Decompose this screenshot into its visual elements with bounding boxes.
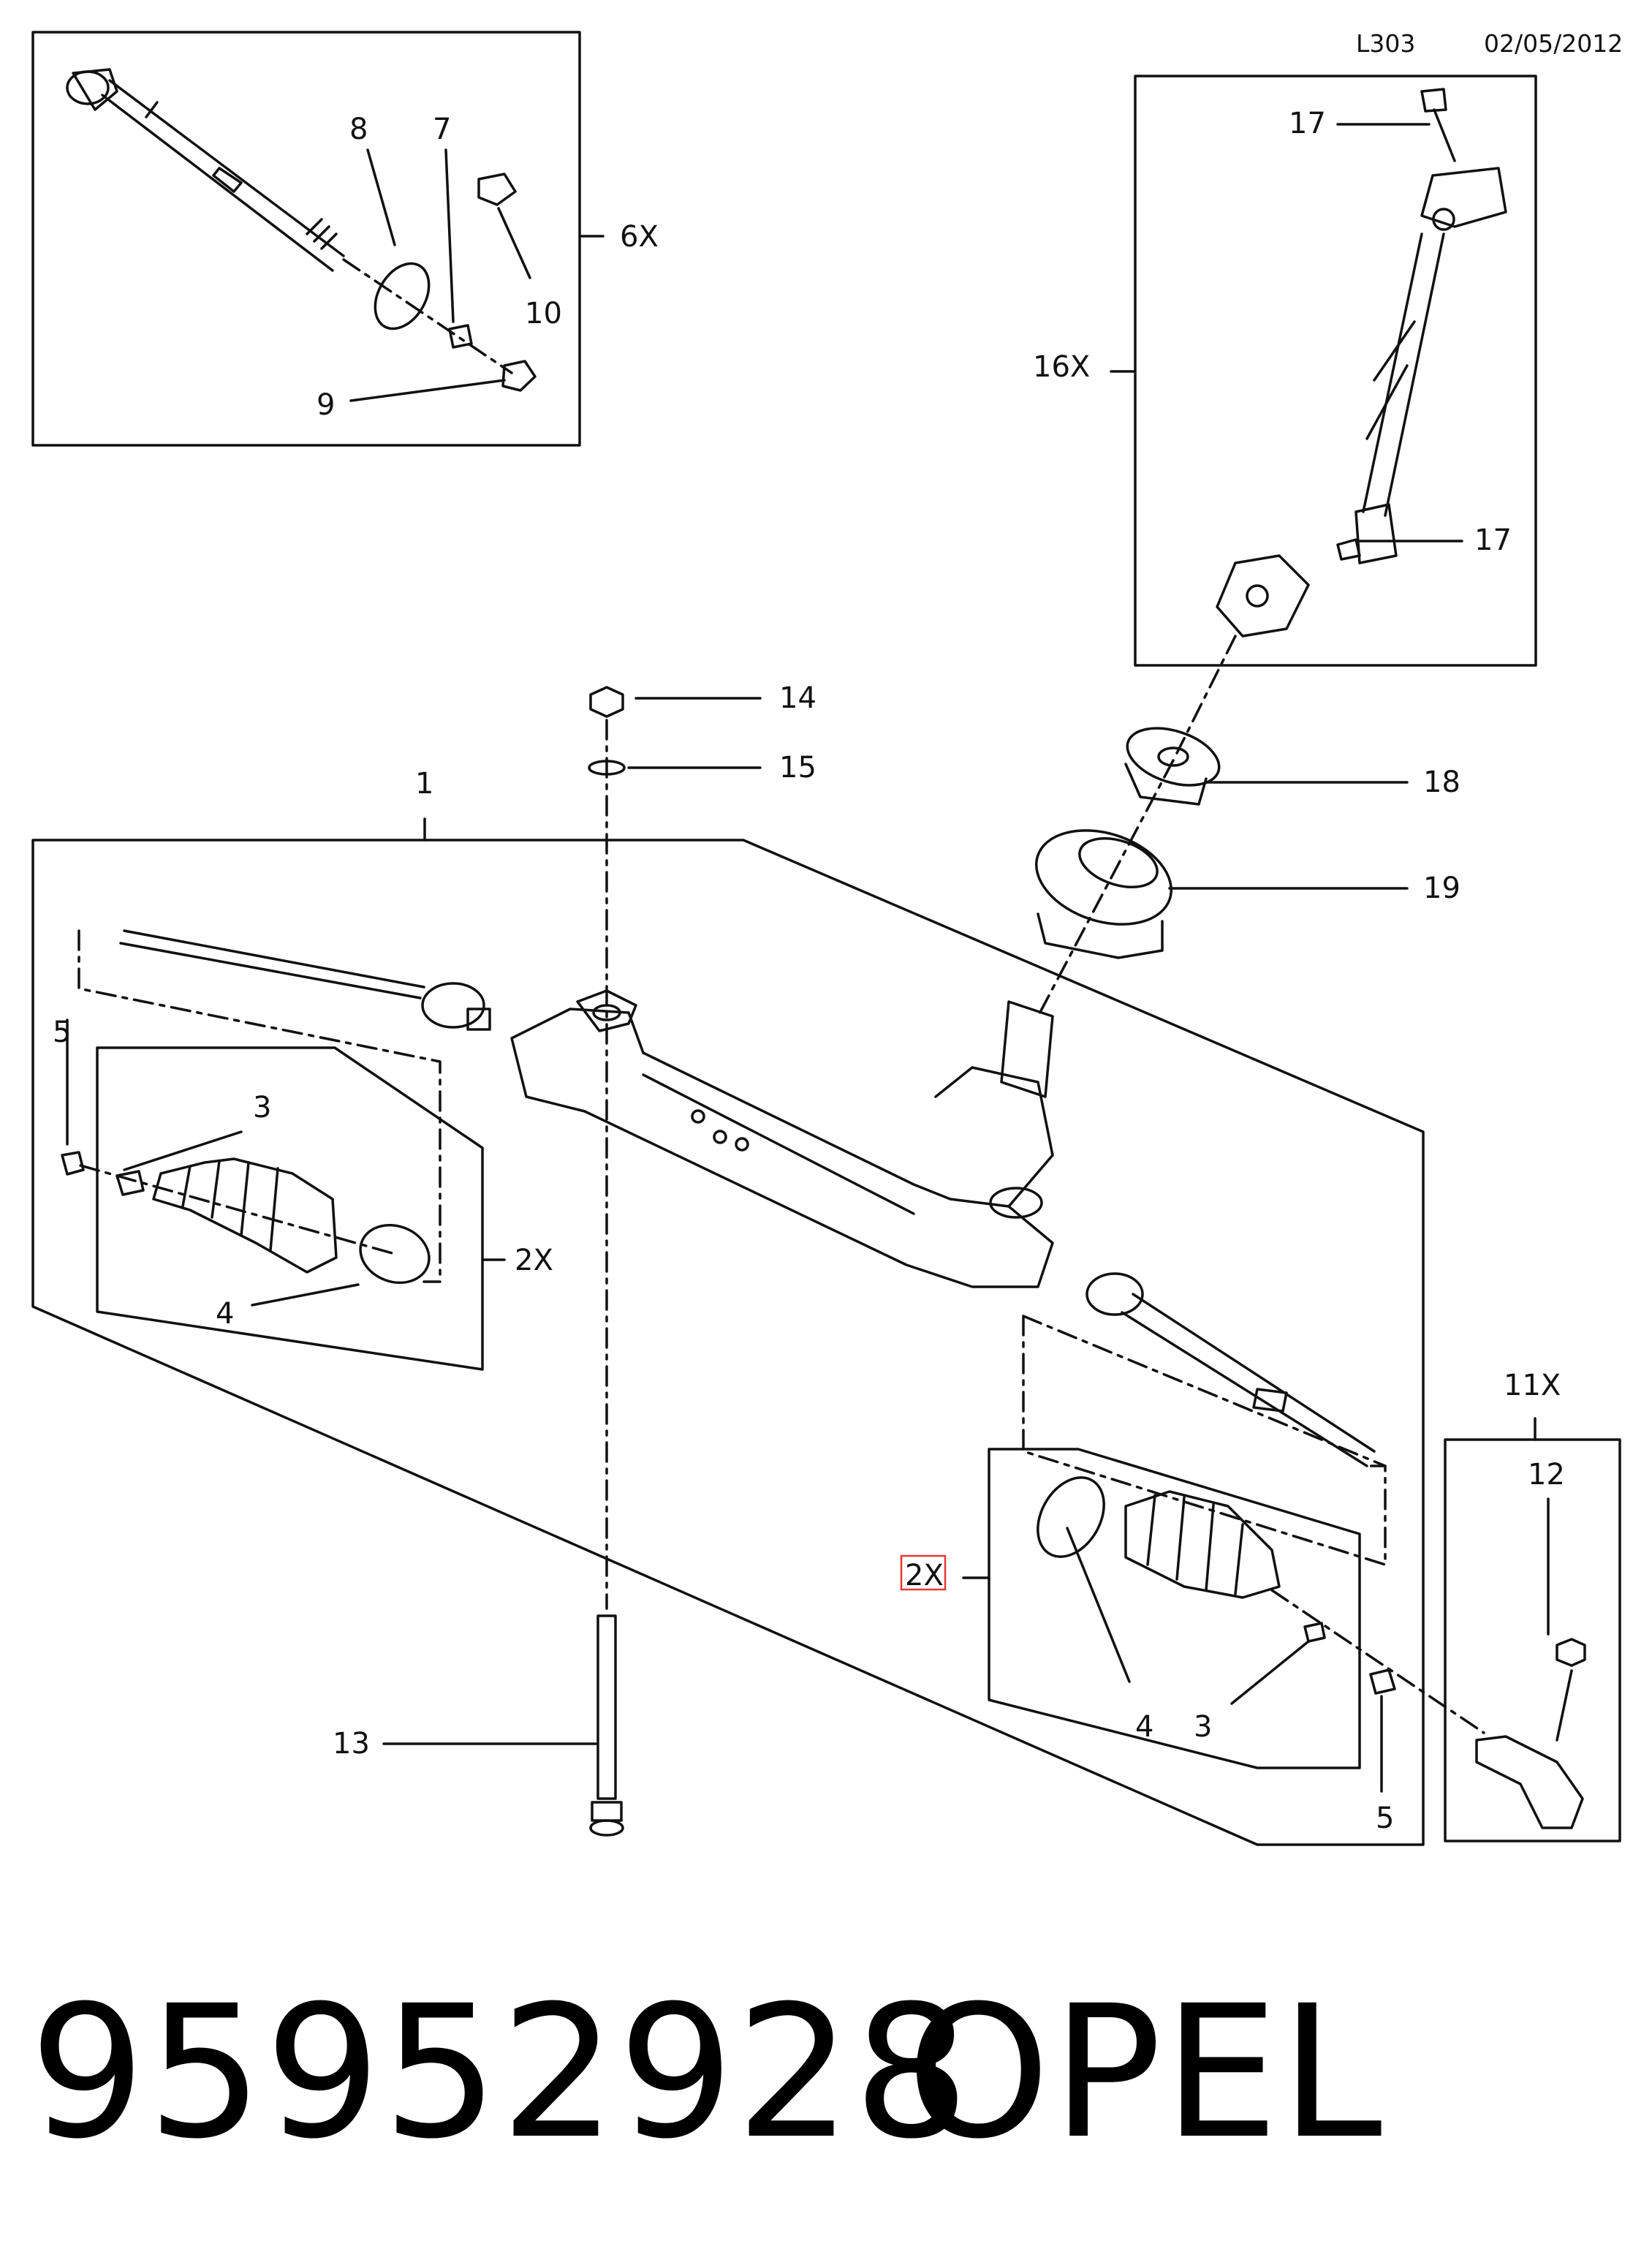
callout-2x-left: 2X [515,1244,553,1277]
callout-17-top: 17 [1289,107,1326,140]
diagram-code: L303 [1356,29,1416,58]
callout-10: 10 [525,297,562,330]
callout-2x-right: 2X [905,1559,944,1592]
left-jam-nut [61,1151,85,1176]
right-inner-tie-rod [1085,1272,1376,1467]
callout-3-left: 3 [253,1091,271,1124]
main-assembly-outline [31,839,1425,1846]
callout-15: 15 [779,751,816,785]
callout-12: 12 [1528,1458,1565,1492]
inset-box-left-boot [96,1046,484,1371]
callout-3-right: 3 [1194,1710,1212,1744]
callout-8: 8 [349,113,368,146]
right-jam-nut [1369,1668,1396,1695]
callout-11x: 11X [1504,1369,1561,1402]
nut-10 [477,173,517,206]
callout-19: 19 [1423,872,1460,905]
callout-5-right: 5 [1376,1802,1394,1835]
callout-14: 14 [779,681,816,715]
diagram-date: 02/05/2012 [1484,29,1623,58]
callout-13: 13 [333,1727,370,1761]
pinion-seal [1035,829,1172,959]
callout-5-left: 5 [53,1016,71,1049]
steering-intermediate-shaft [1216,88,1507,638]
callout-16x: 16X [1033,350,1090,384]
part-number: 95952928 [29,1966,971,2179]
right-rack-boot [1037,1476,1281,1599]
inset-box-tie-rod-end [1444,1438,1621,1842]
inset-box-tie-rod [31,31,581,447]
left-small-clamp [115,1170,145,1196]
left-rack-boot [152,1157,431,1285]
mount-nut [589,686,624,718]
mount-bolt [589,1614,624,1837]
callout-17-mid: 17 [1474,523,1512,557]
callout-1: 1 [415,767,433,801]
left-inner-tie-rod [119,929,491,1031]
callout-9: 9 [317,388,335,422]
highlight-box-2x [900,1554,947,1591]
callout-7: 7 [433,113,451,146]
callout-6x: 6X [620,220,659,254]
callout-4-left: 4 [216,1297,234,1331]
steering-rack-housing [510,989,1054,1288]
outer-tie-rod-end [1475,1638,1586,1829]
callout-18: 18 [1423,766,1460,799]
clamp-7 [448,324,473,349]
inner-tie-rod-inset [66,68,345,272]
brand-name: OPEL [906,1966,1384,2179]
inset-box-right-boot [988,1448,1361,1769]
inset-box-intermediate-shaft [1134,75,1537,667]
clamp-8 [374,262,431,330]
nut-9 [501,360,537,392]
callout-4-right: 4 [1135,1710,1153,1744]
right-small-clamp [1303,1622,1326,1643]
dust-cap [1124,727,1221,806]
